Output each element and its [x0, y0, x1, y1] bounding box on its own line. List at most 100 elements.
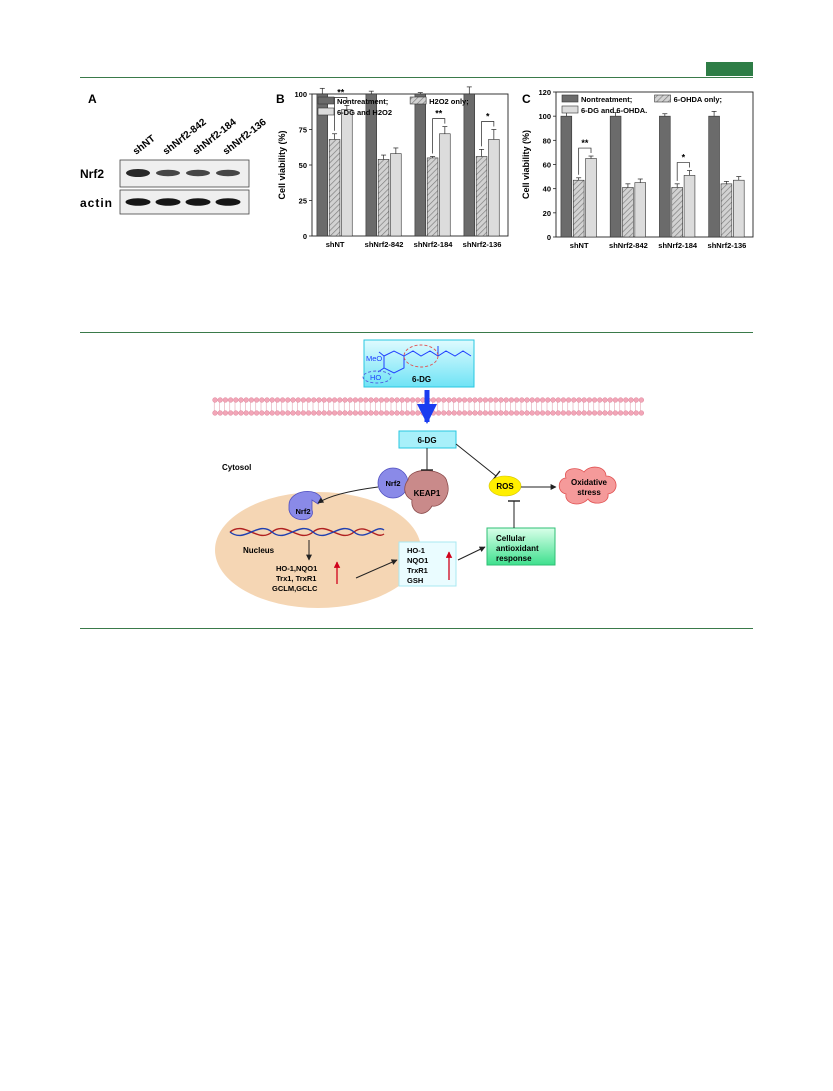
- significance-mark: *: [486, 112, 490, 122]
- lipid-head-inner: [212, 410, 218, 416]
- lipid-head-outer: [513, 397, 520, 403]
- lipid-head-inner: [456, 410, 463, 416]
- significance-mark: **: [337, 87, 345, 97]
- lipid-head-inner: [404, 410, 411, 416]
- lipid-head-outer: [602, 397, 608, 403]
- bar: [683, 175, 696, 238]
- legend-label: 6-OHDA only;: [674, 95, 722, 104]
- lipid-head-outer: [633, 397, 639, 403]
- lipid-head-outer: [545, 397, 551, 403]
- bar: [609, 115, 622, 238]
- x-tick-label: shNrf2-136: [463, 240, 502, 249]
- methoxy-group: MeO: [366, 354, 382, 363]
- lipid-head-outer: [332, 397, 338, 403]
- bar: [671, 187, 683, 238]
- nucleus-label: Nucleus: [243, 546, 275, 555]
- bar: [720, 183, 733, 238]
- y-tick-label: 80: [543, 136, 551, 145]
- lipid-head-outer: [539, 397, 546, 403]
- lipid-head-inner: [410, 410, 416, 416]
- lipid-head-outer: [342, 397, 348, 403]
- actin-band: [155, 198, 181, 206]
- y-tick-label: 100: [294, 90, 307, 99]
- lipid-head-outer: [498, 397, 504, 403]
- lipid-head-inner: [623, 410, 629, 416]
- significance-bracket: [334, 97, 348, 131]
- bar: [560, 115, 573, 238]
- bar: [659, 115, 671, 238]
- lipid-head-inner: [628, 410, 634, 416]
- compound-cytosol-label: 6-DG: [417, 436, 436, 445]
- lipid-head-outer: [550, 397, 556, 403]
- blot-row-nrf2: Nrf2: [80, 167, 104, 181]
- stress-label-1: Oxidative: [571, 478, 608, 487]
- lipid-head-outer: [316, 397, 322, 403]
- lipid-head-outer: [493, 397, 499, 403]
- lipid-head-inner: [264, 410, 270, 416]
- lipid-head-outer: [571, 397, 577, 403]
- actin-band: [125, 198, 151, 206]
- lipid-head-inner: [233, 410, 239, 416]
- lipid-head-inner: [451, 410, 457, 416]
- lipid-head-outer: [300, 397, 307, 403]
- lipid-head-inner: [607, 410, 613, 416]
- bar: [439, 133, 451, 237]
- lipid-head-inner: [378, 410, 385, 416]
- lipid-head-inner: [248, 410, 255, 416]
- significance-bracket: [481, 121, 495, 147]
- expression-arrow: [355, 559, 398, 579]
- lipid-head-outer: [462, 397, 468, 403]
- lipid-head-inner: [415, 410, 421, 416]
- bar: [426, 157, 439, 237]
- bar: [414, 93, 426, 237]
- significance-bracket: [676, 162, 690, 181]
- lipid-head-outer: [591, 397, 598, 403]
- lipid-head-outer: [488, 397, 494, 403]
- lipid-head-inner: [399, 410, 405, 416]
- lipid-head-outer: [617, 397, 624, 403]
- lipid-head-outer: [638, 397, 645, 403]
- lipid-head-inner: [591, 410, 598, 416]
- lipid-head-outer: [456, 397, 463, 403]
- lipid-head-inner: [493, 410, 499, 416]
- legend-swatch: [317, 96, 335, 105]
- bar: [475, 156, 488, 237]
- lipid-head-inner: [259, 410, 265, 416]
- significance-mark: **: [435, 109, 443, 119]
- significance-bracket: [578, 147, 592, 175]
- enone-highlight: [403, 344, 439, 368]
- actin-band: [185, 198, 211, 206]
- lipid-head-outer: [404, 397, 411, 403]
- lipid-head-inner: [612, 410, 619, 416]
- significance-mark: *: [682, 153, 686, 163]
- x-tick-label: shNrf2-184: [658, 241, 698, 250]
- lipid-head-outer: [384, 397, 390, 403]
- legend: Nontreatment;H2O2 only;6-DG and H2O2: [317, 96, 469, 117]
- legend-swatch: [561, 105, 579, 114]
- legend-label: Nontreatment;: [581, 95, 632, 104]
- bottom-rule: [80, 628, 753, 629]
- lipid-head-outer: [477, 397, 483, 403]
- lipid-head-inner: [576, 410, 582, 416]
- lipid-head-outer: [259, 397, 265, 403]
- lipid-head-outer: [378, 397, 385, 403]
- lipid-head-outer: [311, 397, 317, 403]
- lipid-head-outer: [352, 397, 359, 403]
- compound-structure-box: [363, 339, 475, 388]
- y-axis-label: Cell viability (%): [277, 130, 287, 199]
- lipid-head-outer: [295, 397, 301, 403]
- lipid-head-outer: [415, 397, 421, 403]
- lipid-head-inner: [363, 410, 369, 416]
- lipid-head-outer: [472, 397, 478, 403]
- lipid-head-outer: [238, 397, 244, 403]
- lipid-head-outer: [243, 397, 249, 403]
- lipid-head-inner: [462, 410, 468, 416]
- actin-band: [215, 198, 241, 206]
- legend-swatch: [561, 94, 579, 103]
- y-tick-label: 0: [303, 232, 307, 241]
- x-tick-label: shNT: [570, 241, 589, 250]
- gene-line-3: GCLM,GCLC: [272, 584, 318, 593]
- keap1-label: KEAP1: [414, 489, 441, 498]
- lipid-head-inner: [358, 410, 364, 416]
